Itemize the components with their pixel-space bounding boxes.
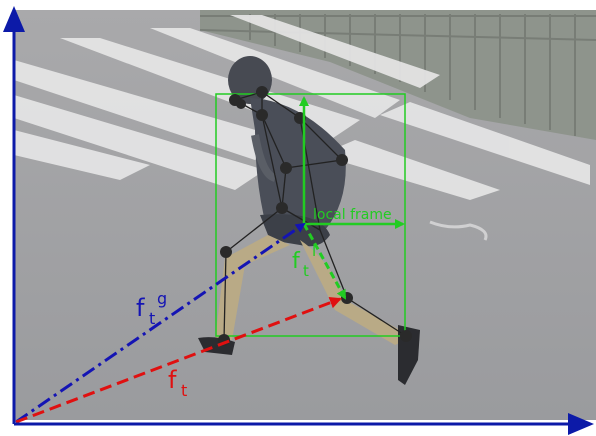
label-f-t-g: f t g (136, 289, 167, 328)
global-axes (3, 6, 594, 435)
street-photo (14, 10, 596, 420)
pose-vector-f-t (15, 296, 342, 424)
svg-text:t: t (149, 309, 155, 328)
svg-text:t: t (181, 381, 187, 400)
svg-text:f: f (136, 294, 145, 322)
label-f-t-l: f t l (292, 242, 316, 280)
local-bounding-box (215, 93, 406, 337)
svg-text:l: l (312, 242, 316, 260)
pose-skeleton (223, 91, 407, 341)
svg-text:f: f (168, 366, 177, 394)
global-vector-f-t-g (15, 222, 306, 424)
svg-text:g: g (157, 289, 167, 308)
svg-text:t: t (303, 262, 309, 280)
local-frame-label: local frame (313, 207, 392, 223)
local-vector-f-t-l (302, 223, 347, 300)
svg-text:f: f (292, 249, 301, 274)
label-f-t: f t (168, 366, 187, 400)
